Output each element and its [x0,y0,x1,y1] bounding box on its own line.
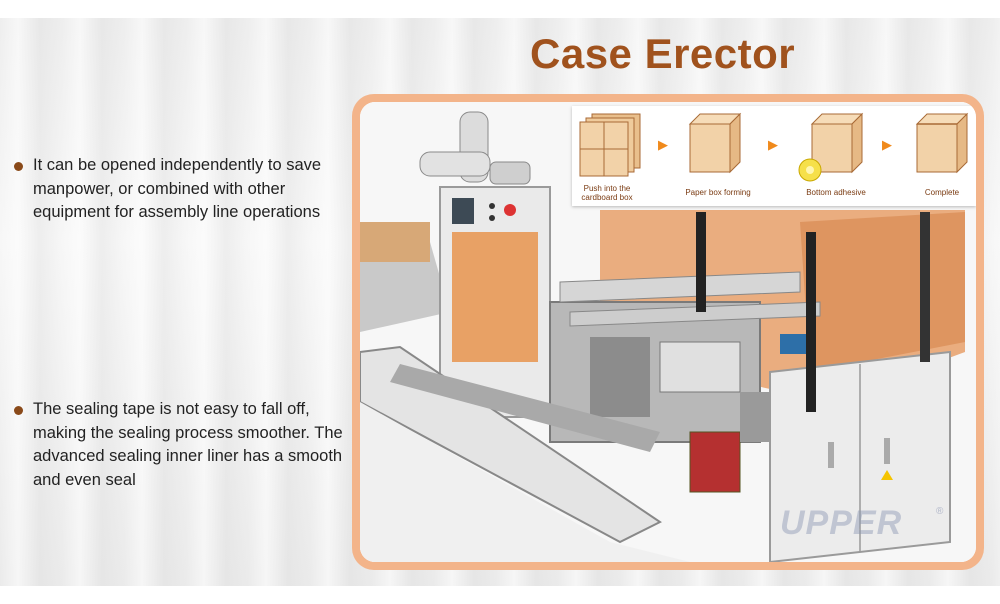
bullet-dot-icon [14,406,23,415]
step-label-line: Complete [924,188,960,197]
bullet-dot-icon [14,162,23,171]
feature-bullet-2: The sealing tape is not easy to fall off… [14,398,344,492]
step-label-forming: Paper box forming [676,188,760,197]
complete-box-icon [915,112,969,174]
step-label-adhesive: Bottom adhesive [798,188,874,197]
arrow-right-icon: ▶ [882,137,892,152]
arrow-right-icon: ▶ [658,137,668,152]
open-box-icon [688,112,742,174]
step-label-line: Bottom adhesive [806,188,866,197]
page-title: Case Erector [530,30,796,77]
feature-bullet-1: It can be opened independently to save m… [14,154,344,225]
process-diagram: ▶ ▶ ▶ Push into the cardboard box Paper … [572,106,976,206]
step-label-complete: Complete [912,188,972,197]
bottom-band [0,586,1000,604]
feature-text-2: The sealing tape is not easy to fall off… [33,400,343,489]
feature-text-1: It can be opened independently to save m… [33,156,322,221]
step-label-line: Paper box forming [685,188,751,197]
bottom-adhesive-box-icon [798,112,864,182]
step-label-line: Push into the [583,184,631,193]
machine-photo-frame: ▶ ▶ ▶ Push into the cardboard box Paper … [352,94,984,570]
machine-photo: ▶ ▶ ▶ Push into the cardboard box Paper … [360,102,976,562]
step-label-line: cardboard box [581,193,633,202]
brand-watermark: UPPER [780,504,903,542]
step-label-push: Push into the cardboard box [572,184,642,202]
process-steps-illustration [579,112,969,182]
cardboard-stack-icon [579,113,641,177]
registered-mark-icon: ® [936,506,944,517]
top-band [0,0,1000,18]
arrow-right-icon: ▶ [768,137,778,152]
